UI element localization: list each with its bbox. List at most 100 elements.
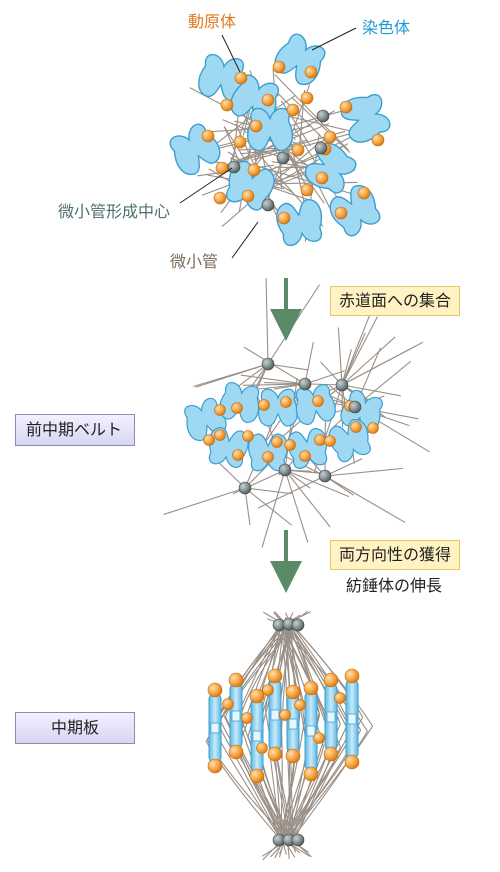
centromere-constriction — [307, 726, 315, 736]
centromere-constriction — [232, 711, 240, 721]
centromere-constriction — [271, 710, 279, 720]
microtubule — [266, 278, 268, 364]
kinetochore-dot — [221, 99, 233, 111]
kinetochore-dot — [268, 747, 282, 761]
spindle-elongation-label: 紡錘体の伸長 — [346, 578, 442, 594]
microtubule — [342, 317, 377, 385]
microtubule — [258, 476, 325, 508]
kinetochore-dot — [286, 685, 300, 699]
centromere-constriction — [253, 731, 261, 741]
kinetochore-dot — [324, 673, 338, 687]
centrosome-dot — [349, 401, 361, 413]
microtubule — [262, 470, 285, 547]
kinetochore-dot — [295, 700, 306, 711]
kinetochore-dot — [273, 61, 285, 73]
kinetochore-dot — [232, 403, 243, 414]
microtubule — [245, 488, 292, 525]
kinetochore-dot — [250, 120, 262, 132]
kinetochore-dot — [316, 172, 328, 184]
kinetochore-dot — [250, 689, 264, 703]
centrosome-dot — [315, 142, 327, 154]
kinetochore-dot — [202, 130, 214, 142]
kinetochore-dot — [368, 423, 379, 434]
chromosome — [270, 30, 330, 89]
kinetochore-dot — [324, 747, 338, 761]
kinetochore-dot — [300, 451, 311, 462]
centrosome-dot — [262, 199, 274, 211]
biorientation-step-box: 両方向性の獲得 — [330, 540, 460, 570]
centromere-constriction — [327, 712, 335, 722]
kinetochore-dot — [223, 699, 234, 710]
congression-step-box: 赤道面への集合 — [330, 286, 460, 316]
kinetochore-dot — [204, 435, 215, 446]
kinetochore-dot — [325, 436, 336, 447]
kinetochore-dot — [301, 92, 313, 104]
kinetochore-dot — [263, 452, 274, 463]
kinetochore-dot — [272, 437, 283, 448]
kinetochore-dot — [305, 66, 317, 78]
centrosome-dot — [292, 619, 304, 631]
kinetochore-dot — [324, 131, 336, 143]
microtubule-leader — [232, 222, 258, 258]
microtubule — [338, 328, 342, 385]
kinetochore-dot — [263, 685, 274, 696]
centrosome-dot — [317, 110, 329, 122]
centromere-constriction — [211, 723, 219, 733]
centromere-constriction — [348, 714, 356, 724]
kinetochore-dot — [208, 683, 222, 697]
chromosome — [218, 381, 263, 424]
metaphase-plate-box: 中期板 — [15, 712, 135, 744]
centrosome-dot — [262, 358, 274, 370]
kinetochore-dot — [280, 710, 291, 721]
kinetochore-dot — [243, 431, 254, 442]
kinetochore-dot — [242, 190, 254, 202]
kinetochore-dot — [208, 759, 222, 773]
kinetochore-dot — [268, 669, 282, 683]
kinetochore-dot — [304, 681, 318, 695]
kinetochore-dot — [345, 755, 359, 769]
kinetochore-dot — [314, 733, 325, 744]
kinetochore-dot — [233, 450, 244, 461]
kinetochore-dot — [215, 405, 226, 416]
kinetochore-dot — [372, 134, 384, 146]
kinetochore-dot — [335, 207, 347, 219]
kinetochore-dot — [278, 212, 290, 224]
centrosome-dot — [292, 834, 304, 846]
kinetochore-dot — [214, 192, 226, 204]
kinetochore-dot — [234, 136, 246, 148]
kinetochore-label: 動原体 — [188, 14, 236, 30]
microtubule — [325, 476, 405, 522]
chromosome-label: 染色体 — [362, 20, 410, 36]
microtubule — [164, 488, 245, 514]
kinetochore-dot — [287, 104, 299, 116]
kinetochore-dot — [215, 430, 226, 441]
mtoc-label: 微小管形成中心 — [58, 204, 170, 220]
chromosome-leader — [312, 28, 356, 50]
kinetochore-dot — [292, 144, 304, 156]
microtubule — [325, 468, 403, 476]
chromosome — [338, 90, 393, 146]
kinetochore-dot — [315, 435, 326, 446]
kinetochore-dot — [313, 396, 324, 407]
kinetochore-dot — [257, 743, 268, 754]
microtubule — [285, 470, 308, 542]
microtubule — [245, 488, 291, 494]
kinetochore-dot — [235, 72, 247, 84]
kinetochore-dot — [229, 745, 243, 759]
microtubule — [244, 347, 305, 384]
centrosome-dot — [228, 161, 240, 173]
kinetochore-dot — [340, 101, 352, 113]
kinetochore-dot — [281, 397, 292, 408]
kinetochore-dot — [285, 440, 296, 451]
kinetochore-dot — [229, 673, 243, 687]
kinetochore-dot — [262, 94, 274, 106]
kinetochore-dot — [304, 767, 318, 781]
kinetochore-dot — [286, 749, 300, 763]
kinetochore-dot — [250, 769, 264, 783]
chromosome — [165, 120, 225, 179]
microtubule — [342, 313, 371, 385]
prometaphase-belt-box: 前中期ベルト — [15, 414, 135, 446]
centrosome-dot — [239, 482, 251, 494]
kinetochore-dot — [335, 693, 346, 704]
